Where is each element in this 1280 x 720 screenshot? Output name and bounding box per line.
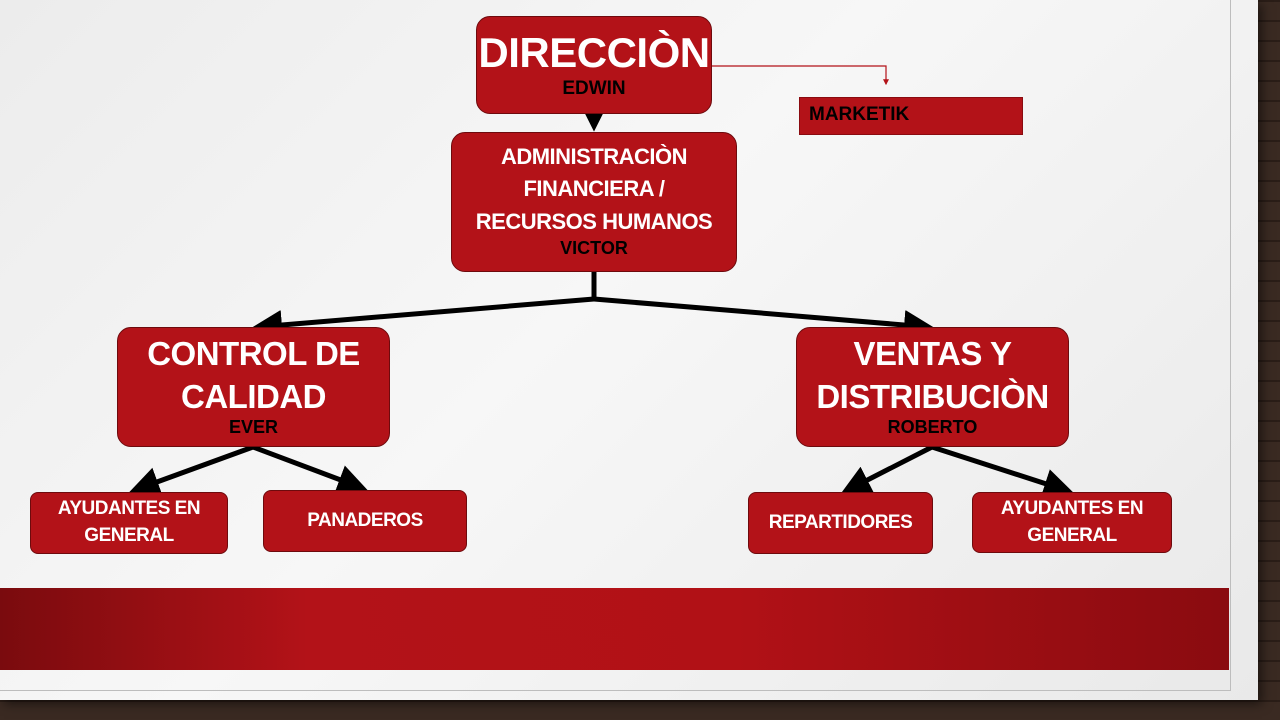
connector-to-ayudantes-right	[931, 444, 1074, 498]
node-ventas-name: ROBERTO	[887, 416, 978, 437]
node-administracion-name: VICTOR	[560, 237, 628, 258]
slide-border	[0, 0, 1231, 691]
node-direccion-title: DIRECCIÒN	[478, 28, 710, 76]
connector-direccion-marketing	[712, 65, 889, 86]
node-control-calidad-title-line1: CONTROL DE	[147, 335, 360, 373]
node-ayudantes-left-line1: AYUDANTES EN	[57, 498, 201, 520]
connector-to-ventas	[593, 296, 934, 340]
node-administracion: ADMINISTRACIÒN FINANCIERA / RECURSOS HUM…	[451, 132, 737, 272]
node-control-calidad: CONTROL DE CALIDAD EVER	[117, 327, 390, 447]
node-ayudantes-left: AYUDANTES EN GENERAL	[30, 492, 228, 554]
connector-to-repartidores	[840, 444, 934, 494]
node-ventas-title-line2: DISTRIBUCIÒN	[816, 377, 1049, 415]
node-administracion-title-line2: FINANCIERA /	[523, 176, 665, 202]
node-ventas-title-line1: VENTAS Y	[853, 335, 1013, 373]
node-direccion: DIRECCIÒN EDWIN	[476, 16, 712, 114]
connector-to-control-calidad	[252, 296, 595, 340]
node-repartidores: REPARTIDORES	[748, 492, 933, 554]
node-panaderos-title: PANADEROS	[307, 509, 423, 531]
node-ayudantes-right: AYUDANTES EN GENERAL	[972, 492, 1172, 553]
node-administracion-title-line3: RECURSOS HUMANOS	[475, 208, 713, 234]
node-panaderos: PANADEROS	[263, 490, 467, 552]
node-control-calidad-title-line2: CALIDAD	[181, 377, 326, 415]
node-direccion-name: EDWIN	[562, 78, 626, 100]
connector-to-ayudantes-left	[129, 444, 254, 496]
node-ayudantes-right-line2: GENERAL	[1027, 524, 1117, 546]
node-ventas: VENTAS Y DISTRIBUCIÒN ROBERTO	[796, 327, 1069, 447]
node-control-calidad-name: EVER	[228, 416, 279, 437]
bottom-band	[0, 588, 1229, 670]
node-administracion-title-line1: ADMINISTRACIÒN	[500, 144, 688, 170]
connector-to-panaderos	[252, 444, 368, 494]
node-ayudantes-left-line2: GENERAL	[84, 525, 174, 546]
node-marketing: MARKETIK	[799, 97, 1023, 135]
node-repartidores-title: REPARTIDORES	[768, 511, 913, 533]
node-ayudantes-right-line1: AYUDANTES EN	[1000, 497, 1144, 519]
